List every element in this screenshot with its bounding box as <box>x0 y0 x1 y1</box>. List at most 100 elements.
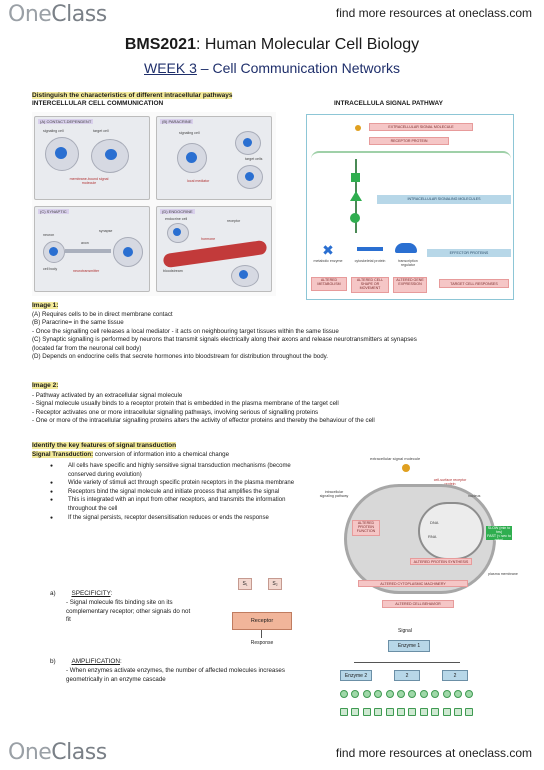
image2-line: - One or more of the intracellular signa… <box>32 417 375 425</box>
bloodstream-label: bloodstream <box>163 269 183 273</box>
dna-label: DNA <box>430 520 439 525</box>
enzyme1-box: Enzyme 1 <box>388 640 430 652</box>
amplification-text: - When enzymes activate enzymes, the num… <box>66 667 285 684</box>
transcription-label: transcription regulator <box>398 259 418 267</box>
cascade-node-icon <box>397 708 405 716</box>
target-cells-label: target cells <box>245 157 263 161</box>
enzyme2-box: 2 <box>394 670 420 681</box>
circle-signal-icon <box>350 213 360 223</box>
intercellular-label: INTERCELLULAR CELL COMMUNICATION <box>32 100 164 107</box>
plasma-membrane-label: plasma membrane <box>488 572 518 576</box>
cascade-node-icon <box>351 690 360 698</box>
signal-s1: S₁ <box>238 578 252 590</box>
intracellular-label: INTRACELLULA SIGNAL PATHWAY <box>334 100 443 107</box>
amplification-line: geometrically in an enzyme cascade <box>66 675 166 683</box>
footer-tagline[interactable]: find more resources at oneclass.com <box>335 746 532 760</box>
panel-b-label: (B) PARACRINE <box>160 119 194 124</box>
page-subtitle: WEEK 3 – Cell Communication Networks <box>0 60 544 76</box>
cell-signaling-figure: extracellular signal molecule cell-surfa… <box>318 454 522 612</box>
cascade-node-icon <box>385 690 394 698</box>
neuron-label: neuron <box>43 233 55 237</box>
panel-d-label: (D) ENDOCRINE <box>160 209 195 214</box>
cascade-node-icon <box>465 708 474 716</box>
altered-function-box: ALTERED PROTEIN FUNCTION <box>352 520 380 536</box>
triangle-signal-icon <box>350 191 362 201</box>
nucleus-icon <box>49 247 58 256</box>
cascade-node-icon <box>465 690 474 698</box>
synapse-label: synapse <box>99 229 113 233</box>
cascade-node-icon <box>431 690 440 698</box>
square-signal-icon <box>351 173 360 182</box>
section2-heading: Identify the key features of signal tran… <box>32 442 177 449</box>
image2-heading: Image 2: <box>32 382 59 389</box>
intracellular-label: intracellular signaling pathway <box>319 490 349 498</box>
cascade-node-icon <box>419 708 428 716</box>
cascade-line <box>354 662 460 663</box>
slow-label: SLOW (min to hrs) <box>487 526 511 534</box>
amplification-letter: b) <box>50 658 56 665</box>
target-cell-label: target cell <box>93 129 109 133</box>
cascade-node-icon <box>431 708 440 716</box>
bloodstream-vessel <box>162 239 268 269</box>
header-tagline[interactable]: find more resources at oneclass.com <box>335 6 532 20</box>
bullet-item: If the signal persists, receptor desensi… <box>50 514 312 523</box>
cell-behavior-box: ALTERED CELL BEHAVIOR <box>382 600 454 608</box>
image2-line: - Receptor activates one or more intrace… <box>32 408 319 416</box>
hormone-label: hormone <box>201 237 216 241</box>
transcription-icon <box>395 243 417 253</box>
cytoskeletal-icon <box>357 247 383 251</box>
amplification-heading: b) AMPLIFICATION: <box>50 658 122 665</box>
logo-one: One <box>8 2 52 27</box>
cascade-node-icon <box>362 690 371 698</box>
endocrine-cell-label: endocrine cell <box>165 217 188 221</box>
signal-label: Signal <box>398 628 412 634</box>
axon-line <box>65 249 111 253</box>
intercellular-figure: (A) CONTACT-DEPENDENT signaling cell tar… <box>32 112 276 296</box>
local-mediator-label: local mediator <box>187 179 210 183</box>
signal-s2: S₂ <box>268 578 282 590</box>
course-title: : Human Molecular Cell Biology <box>195 36 420 53</box>
cytoskeletal-label: cytoskeletal protein <box>354 259 386 263</box>
image1-line: (A) Requires cells to be in direct membr… <box>32 311 173 318</box>
enzyme-x-icon: ✖ <box>322 242 334 258</box>
section1-heading: Distinguish the characteristics of diffe… <box>32 92 233 99</box>
image2-line: - Pathway activated by an extracellular … <box>32 392 183 399</box>
bullet-item: This is integrated with an input from ot… <box>50 496 312 513</box>
signal-molecule-icon <box>402 464 410 472</box>
enzyme-cascade-diagram: Signal Enzyme 1 Enzyme 2 2 2 <box>336 628 480 728</box>
altered-gene-box: ALTERED GENE EXPRESSION <box>393 277 427 293</box>
cascade-node-icon <box>362 708 371 716</box>
cascade-node-icon <box>419 690 428 698</box>
signal-transduction-definition: Signal Transduction: conversion of infor… <box>32 451 229 458</box>
nucleus-icon <box>173 228 181 236</box>
footer-bar: OneClass find more resources at oneclass… <box>0 736 544 770</box>
nucleus-icon <box>123 247 133 257</box>
metabolic-enzyme-label: metabolic enzyme <box>313 259 343 263</box>
oneclass-logo-footer[interactable]: OneClass <box>8 740 107 765</box>
bullet-item: Wide variety of stimuli act through spec… <box>50 479 312 488</box>
specificity-text: - Signal molecule fits binding site on i… <box>66 599 190 625</box>
cascade-node-icon <box>397 690 405 698</box>
bullet-item: All cells have specific and highly sensi… <box>50 462 312 479</box>
nucleus-icon <box>245 172 254 181</box>
logo-class: Class <box>51 740 107 765</box>
cascade-node-icon <box>454 708 462 716</box>
signaling-cell-label: signaling cell <box>179 131 200 135</box>
specificity-title: SPECIFICITY <box>71 590 111 597</box>
intracellular-molecules-bar: INTRACELLULAR SIGNALING MOLECULES <box>377 195 511 204</box>
extracellular-label: extracellular signal molecule <box>370 456 421 461</box>
logo-one: One <box>8 740 52 765</box>
machinery-box: ALTERED CYTOPLASMIC MACHINERY <box>358 580 468 587</box>
cascade-node-icon <box>408 690 417 698</box>
receptor-protein-box: RECEPTOR PROTEIN <box>369 137 449 145</box>
target-response-box: TARGET CELL RESPONSES <box>439 279 509 288</box>
course-code: BMS2021 <box>124 36 196 53</box>
definition-term: Signal Transduction: <box>32 451 94 458</box>
signaling-cell-a <box>45 137 79 171</box>
oneclass-logo[interactable]: OneClass <box>8 2 107 27</box>
speed-box: SLOW (min to hrs) FAST (< sec to mins) <box>486 526 512 542</box>
response-label: Response <box>250 640 274 646</box>
cascade-node-icon <box>374 708 383 716</box>
cascade-node-icon <box>340 690 348 698</box>
panel-endocrine: (D) ENDOCRINE endocrine cell receptor ho… <box>156 206 272 292</box>
